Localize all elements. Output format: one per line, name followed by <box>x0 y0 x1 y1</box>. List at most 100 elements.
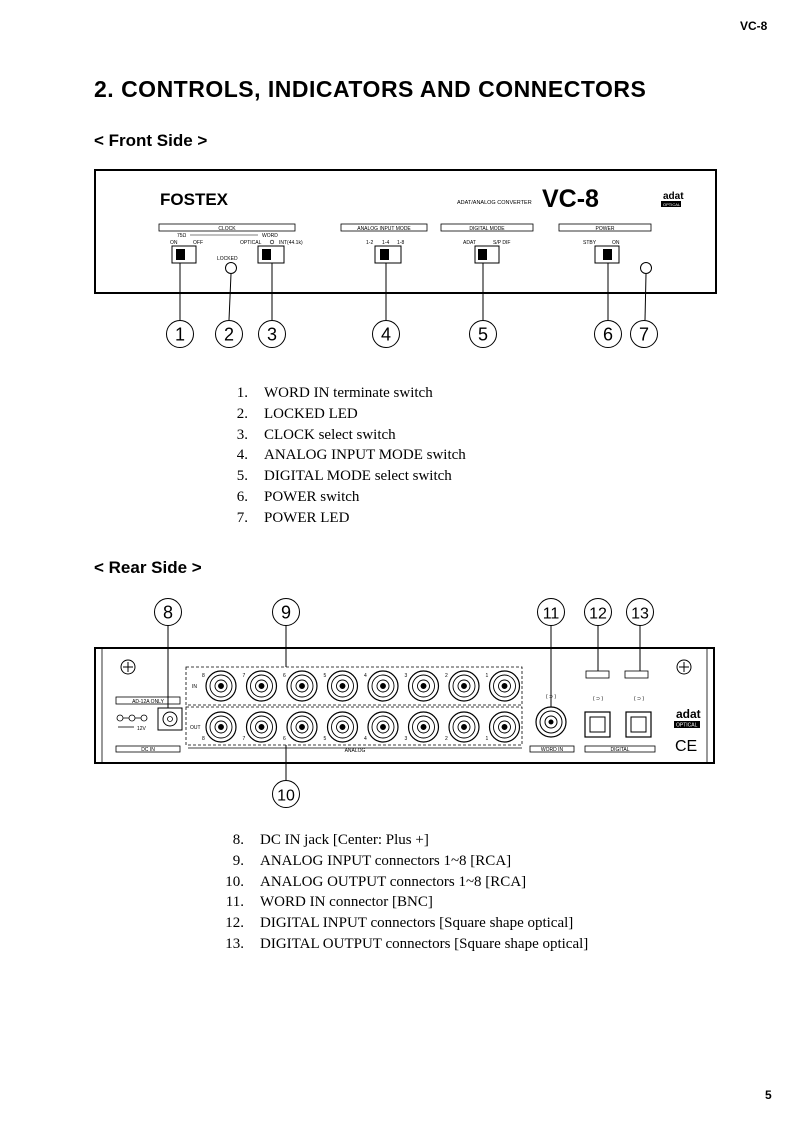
int-label: INT(44.1k) <box>279 240 303 246</box>
voltage-label: 12V <box>137 726 147 732</box>
ce-mark: CE <box>675 738 697 755</box>
callout-circle-1 <box>166 320 194 348</box>
front-panel-diagram: FOSTEX ADAT/ANALOG CONVERTER VC-8 adat O… <box>94 169 717 348</box>
rear-items-list: 8.DC IN jack [Center: Plus +] 9.ANALOG I… <box>216 830 588 955</box>
optical-indicator-icon <box>269 239 275 245</box>
list-item: 13.DIGITAL OUTPUT connectors [Square sha… <box>225 935 589 952</box>
analog-opt-2: 1-4 <box>382 240 389 246</box>
clock-group-label: CLOCK <box>218 226 236 232</box>
rca-in-7: 7 <box>243 670 278 702</box>
callout-8: 8 <box>163 603 173 623</box>
term-label: 75Ω <box>177 233 187 239</box>
analog-mode-group-box <box>340 223 428 232</box>
rca-in-5: 5 <box>324 670 359 702</box>
front-panel-outline <box>94 169 717 294</box>
digital-opt-spdif: S/P DIF <box>493 240 510 246</box>
rca-out-5: 5 <box>324 711 359 743</box>
polarity-icon <box>116 714 148 728</box>
digital-box <box>584 745 656 753</box>
rca-in-8: 8 <box>202 670 237 702</box>
channel-label: 7 <box>243 673 246 679</box>
analog-in-group <box>185 666 523 706</box>
digital-mode-switch <box>474 245 500 264</box>
callout-circle-12 <box>584 598 612 626</box>
rear-adat-sub: OPTICAL <box>676 723 698 729</box>
product-desc: ADAT/ANALOG CONVERTER <box>457 200 532 206</box>
rca-out-3: 3 <box>405 711 440 743</box>
callout-circle-9 <box>272 598 300 626</box>
callout-7: 7 <box>639 325 649 345</box>
dc-in-label: DC IN <box>141 747 155 753</box>
list-item: 8.DC IN jack [Center: Plus +] <box>232 832 429 848</box>
callout-circle-7 <box>630 320 658 348</box>
channel-label: 5 <box>324 673 327 679</box>
word-label: WORD <box>262 233 278 239</box>
ad-only-box <box>115 696 181 705</box>
front-side-subtitle: < Front Side > <box>94 131 208 150</box>
digital-mode-group-label: DIGITAL MODE <box>469 226 505 232</box>
rca-in-1: 1 <box>486 670 521 702</box>
rca-out-4: 4 <box>364 711 399 743</box>
digital-input-optical: ( ⊃ ) <box>584 696 611 738</box>
rca-in-2: 2 <box>445 670 480 702</box>
power-group-label: POWER <box>596 226 615 232</box>
callout-circle-10 <box>272 780 300 808</box>
analog-input-mode-switch <box>374 245 402 264</box>
analog-mode-group-label: ANALOG INPUT MODE <box>357 226 411 232</box>
dc-in-jack <box>157 707 183 731</box>
model-logo: VC-8 <box>542 185 599 213</box>
list-item: 12.DIGITAL INPUT connectors [Square shap… <box>225 915 574 932</box>
channel-label: 6 <box>283 736 286 742</box>
channel-label: 7 <box>243 736 246 742</box>
word-terminate-switch <box>171 245 197 264</box>
screw-right-icon <box>676 659 692 675</box>
list-item: 11.WORD IN connector [BNC] <box>225 894 433 911</box>
channel-label: 6 <box>283 673 286 679</box>
dc-in-box <box>115 745 181 753</box>
rear-adat-bar <box>674 721 700 728</box>
rear-adat-logo: adat <box>676 707 701 721</box>
power-opt-on: ON <box>612 240 620 246</box>
callout-10: 10 <box>277 788 295 805</box>
screw-left-icon <box>120 659 136 675</box>
callout-12: 12 <box>589 606 607 623</box>
list-item: 6.POWER switch <box>236 488 360 505</box>
callout-6: 6 <box>603 325 613 345</box>
digital-label: DIGITAL <box>610 747 629 753</box>
front-items-list: 1.WORD IN terminate switch 2.LOCKED LED … <box>220 383 466 529</box>
ad-only-label: AD-12A ONLY <box>132 699 165 705</box>
callout-circle-4 <box>372 320 400 348</box>
rca-in-3: 3 <box>405 670 440 702</box>
digital-opt-adat: ADAT <box>463 240 476 246</box>
callout-circle-8 <box>154 598 182 626</box>
callout-9: 9 <box>281 603 291 623</box>
power-led <box>640 262 652 274</box>
locked-label: LOCKED <box>217 256 238 262</box>
rca-out-6: 6 <box>283 711 318 743</box>
callout-2: 2 <box>224 325 234 345</box>
rca-out-2: 2 <box>445 711 480 743</box>
callout-3: 3 <box>267 325 277 345</box>
callout-circle-13 <box>626 598 654 626</box>
list-item: 1.WORD IN terminate switch <box>236 385 433 401</box>
page-number: 5 <box>765 1088 772 1102</box>
in-label: IN <box>192 684 197 690</box>
channel-label: 5 <box>324 736 327 742</box>
channel-label: 1 <box>486 673 489 679</box>
clock-group-box <box>158 223 296 232</box>
list-item: 4.ANALOG INPUT MODE switch <box>236 447 466 464</box>
term-off-label: OFF <box>193 240 203 246</box>
callout-circle-6 <box>594 320 622 348</box>
callout-1: 1 <box>175 325 185 345</box>
analog-opt-3: 1-8 <box>397 240 404 246</box>
rca-out-8: 8 <box>202 711 237 743</box>
list-item: 10.ANALOG OUTPUT connectors 1~8 [RCA] <box>225 873 527 890</box>
analog-opt-1: 1-2 <box>366 240 373 246</box>
svg-text:( ⊃ ): ( ⊃ ) <box>634 696 645 702</box>
power-switch <box>594 245 620 264</box>
word-in-box <box>529 745 575 753</box>
list-item: 3.CLOCK select switch <box>236 426 396 443</box>
locked-led <box>225 262 237 274</box>
callout-11: 11 <box>543 606 560 623</box>
